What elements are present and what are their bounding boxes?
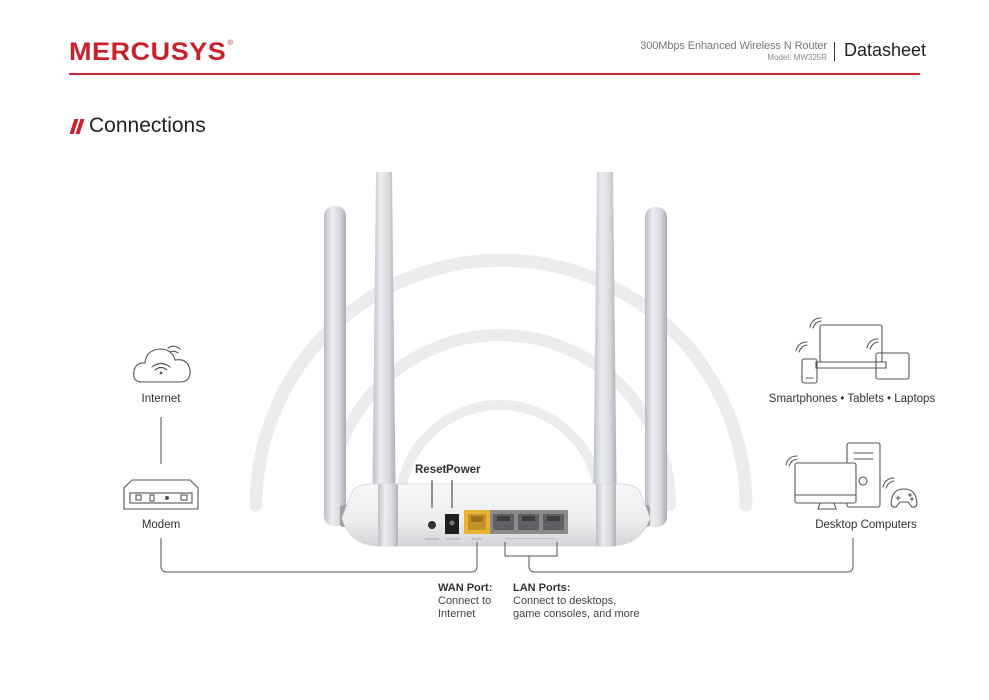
product-name: 300Mbps Enhanced Wireless N Router [640,40,827,52]
modem-label: Modem [141,519,181,531]
page-header: MERCUSYS® 300Mbps Enhanced Wireless N Ro… [0,0,989,80]
internet-label: Internet [141,393,181,405]
lan-port-desc-1: Connect to desktops, [513,595,617,607]
product-info: 300Mbps Enhanced Wireless N Router Model… [640,40,827,63]
wan-port [464,510,490,534]
doc-type-title: Datasheet [844,40,927,60]
reset-label: Reset [415,464,447,476]
router-body [341,483,651,547]
wan-port-heading: WAN Port: [438,582,493,594]
lan-port-heading: LAN Ports: [513,582,571,594]
lan-port-note: LAN Ports: Connect to desktops, game con… [513,582,640,621]
antenna-inner-right [593,172,617,545]
wan-port-desc-2: Internet [438,608,476,620]
power-label: Power [446,464,481,476]
header-divider [834,42,835,61]
header-rule [69,73,920,75]
wireless-devices-icon [795,317,910,384]
wireless-devices-label: Smartphones • Tablets • Laptops [768,393,936,405]
button-pointer-lines [431,480,453,508]
product-model: Model: MW325R [767,53,827,62]
lan-port-desc-2: game consoles, and more [513,608,640,620]
cloud-wifi-icon [133,345,191,383]
antenna-inner-left [372,172,396,545]
wan-port-note: WAN Port: Connect to Internet [438,582,492,621]
lan-ports [490,510,568,534]
reset-button [428,521,436,529]
connection-lines [160,417,854,573]
desktop-computer-icon [785,442,918,510]
section-title: Connections [89,114,206,137]
desktop-computers-label: Desktop Computers [815,519,917,531]
modem-icon [123,479,199,510]
section-heading: Connections [69,114,206,138]
antenna-outer-right [634,207,667,527]
antenna-outer-left [324,206,356,527]
brand-logo: MERCUSYS® [69,38,234,66]
wan-port-desc-1: Connect to [438,595,492,607]
